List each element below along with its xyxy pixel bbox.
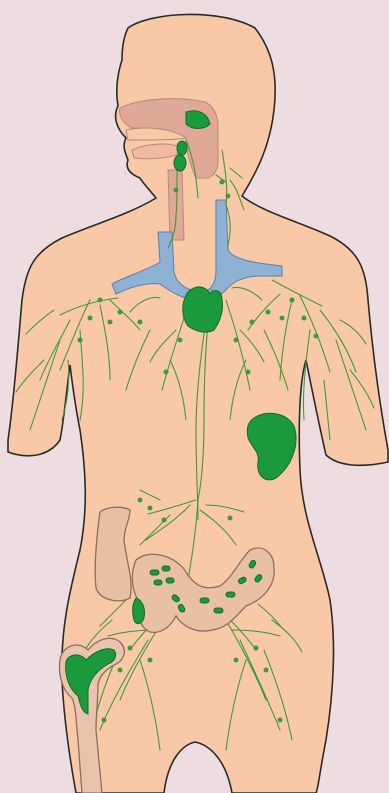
thymus [183, 287, 223, 332]
large-intestine [95, 507, 131, 601]
peyers-patch [154, 580, 162, 585]
cervical-node-2 [174, 155, 186, 171]
peyers-patch [214, 608, 223, 613]
trachea [168, 170, 184, 240]
peyers-patch [166, 578, 174, 583]
peyers-patch [200, 598, 209, 603]
cervical-node-1 [177, 141, 187, 155]
peyers-patch [150, 570, 159, 575]
peyers-patch [226, 592, 235, 597]
peyers-patch [162, 566, 170, 571]
